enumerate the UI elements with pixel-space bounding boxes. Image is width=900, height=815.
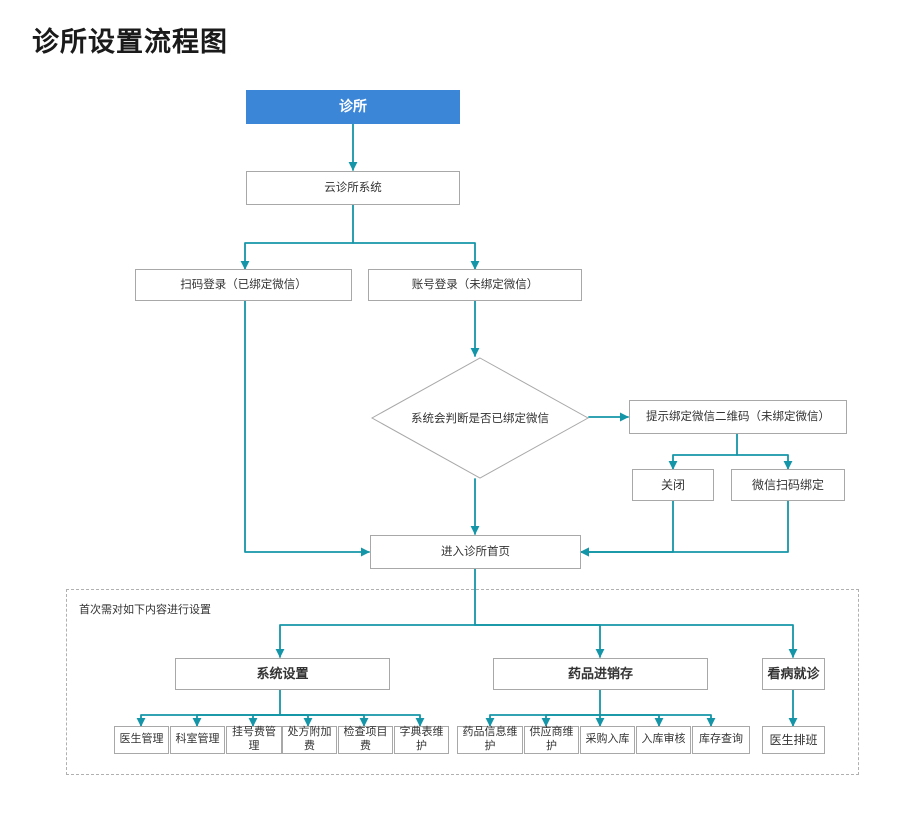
node-label: 账号登录（未绑定微信）: [411, 278, 539, 291]
node-label: 供应商维护: [529, 726, 574, 752]
node-label: 医生管理: [119, 733, 164, 746]
node-leaf-doctor-management[interactable]: 医生管理: [114, 726, 169, 754]
node-leaf-examination-item-fee[interactable]: 检查项目费: [338, 726, 393, 754]
node-leaf-prescription-surcharge[interactable]: 处方附加费: [282, 726, 337, 754]
node-label: 进入诊所首页: [441, 545, 510, 558]
node-label: 药品信息维护: [462, 726, 518, 752]
node-label-wrap: 系统会判断是否已绑定微信: [371, 357, 589, 479]
node-label: 检查项目费: [343, 726, 388, 752]
node-cloud-clinic-system[interactable]: 云诊所系统: [246, 171, 460, 205]
node-leaf-stock-query[interactable]: 库存查询: [692, 726, 750, 754]
node-leaf-registration-fee-management[interactable]: 挂号费管理: [226, 726, 282, 754]
node-leaf-inbound-review[interactable]: 入库审核: [636, 726, 691, 754]
node-group-system-settings[interactable]: 系统设置: [175, 658, 390, 690]
node-label: 药品进销存: [567, 665, 633, 681]
node-leaf-purchase-inbound[interactable]: 采购入库: [580, 726, 635, 754]
node-label: 库存查询: [699, 733, 743, 746]
node-group-consultation[interactable]: 看病就诊: [762, 658, 825, 690]
node-label: 系统会判断是否已绑定微信: [411, 413, 549, 425]
node-group-drug-inventory[interactable]: 药品进销存: [493, 658, 708, 690]
node-leaf-department-management[interactable]: 科室管理: [170, 726, 225, 754]
node-label: 字典表维护: [399, 726, 444, 752]
node-label: 系统设置: [256, 665, 309, 681]
node-wechat-scan-bind[interactable]: 微信扫码绑定: [731, 469, 845, 501]
node-label: 关闭: [660, 477, 685, 492]
node-label: 扫码登录（已绑定微信）: [180, 278, 307, 291]
page-title: 诊所设置流程图: [32, 27, 228, 57]
node-root-clinic[interactable]: 诊所: [246, 90, 460, 124]
node-label: 处方附加费: [287, 726, 332, 752]
node-label: 科室管理: [175, 733, 220, 746]
node-leaf-doctor-schedule[interactable]: 医生排班: [762, 726, 825, 754]
setup-region-note: 首次需对如下内容进行设置: [79, 604, 211, 616]
node-label: 入库审核: [641, 733, 686, 746]
node-login-account[interactable]: 账号登录（未绑定微信）: [368, 269, 582, 301]
node-label: 云诊所系统: [324, 181, 382, 194]
node-label: 看病就诊: [767, 665, 820, 681]
node-leaf-dictionary-maintenance[interactable]: 字典表维护: [394, 726, 449, 754]
node-decision-wechat-bound[interactable]: 系统会判断是否已绑定微信: [371, 357, 589, 479]
node-enter-clinic-home[interactable]: 进入诊所首页: [370, 535, 581, 569]
node-label: 采购入库: [585, 733, 630, 746]
node-login-qrcode[interactable]: 扫码登录（已绑定微信）: [135, 269, 352, 301]
node-close[interactable]: 关闭: [632, 469, 714, 501]
node-label: 医生排班: [769, 732, 818, 747]
diamond-shape: [371, 357, 589, 479]
node-label: 微信扫码绑定: [751, 477, 824, 492]
node-label: 提示绑定微信二维码（未绑定微信）: [646, 410, 830, 423]
node-label: 挂号费管理: [232, 726, 276, 752]
node-leaf-drug-info-maintenance[interactable]: 药品信息维护: [457, 726, 523, 754]
node-label: 诊所: [339, 98, 367, 115]
node-leaf-supplier-maintenance[interactable]: 供应商维护: [524, 726, 579, 754]
node-bind-wechat-qrcode-prompt[interactable]: 提示绑定微信二维码（未绑定微信）: [629, 400, 847, 434]
